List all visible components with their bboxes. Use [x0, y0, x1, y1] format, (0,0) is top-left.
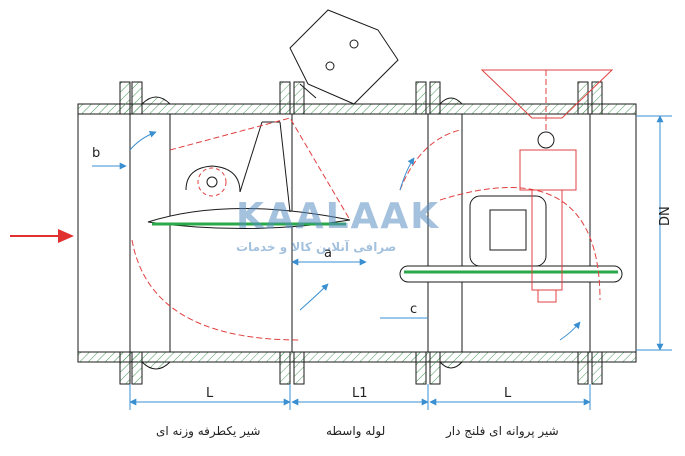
- flanges-bottom: [119, 351, 603, 385]
- caption-butterfly-valve: شیر پروانه ای فلنج دار: [446, 424, 559, 438]
- label-c: c: [410, 302, 418, 317]
- label-a: a: [324, 246, 332, 261]
- caption-spool-pipe: لوله واسطه: [326, 424, 386, 438]
- label-L-left: L: [206, 386, 214, 401]
- caption-check-valve: شیر یکطرفه وزنه ای: [156, 424, 261, 438]
- counterweight: [289, 9, 399, 105]
- label-b: b: [92, 146, 101, 161]
- label-DN: DN: [658, 206, 673, 226]
- dimensions: [92, 115, 672, 410]
- flow-arrow: [10, 229, 74, 243]
- label-L-right: L: [504, 386, 512, 401]
- valve-body-bulges: [140, 96, 464, 370]
- label-L1: L1: [352, 386, 368, 401]
- watermark-tagline: صرافی آنلاین کالا و خدمات: [236, 240, 397, 254]
- pipe-body: [77, 103, 637, 363]
- check-valve: [131, 117, 351, 341]
- watermark-brand: KAALAAK: [236, 196, 441, 237]
- gear-actuator: [480, 69, 614, 303]
- butterfly-valve: [399, 129, 623, 301]
